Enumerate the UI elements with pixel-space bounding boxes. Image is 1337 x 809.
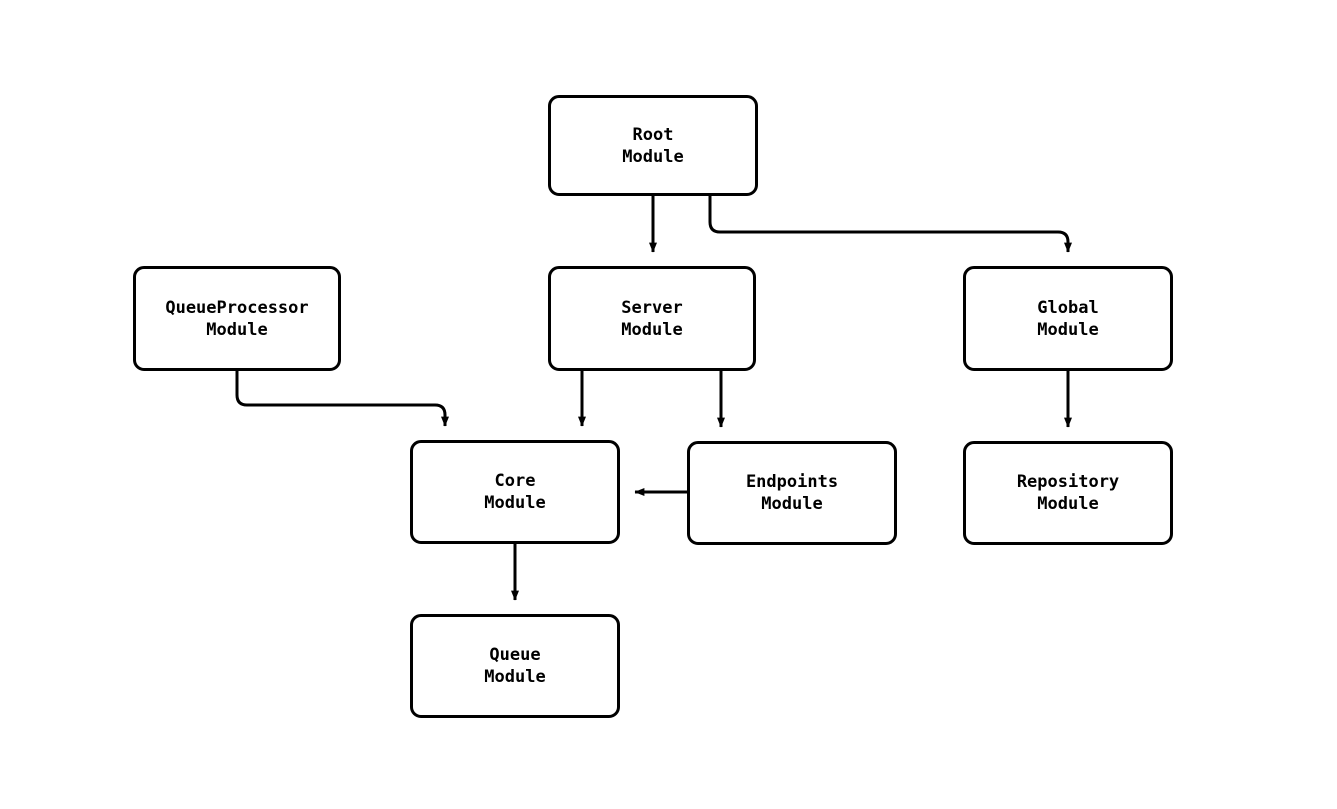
node-endpoints-module-line1: Endpoints xyxy=(745,472,839,492)
node-queue-module-line2: Module xyxy=(484,667,546,687)
node-root-module-line2: Module xyxy=(622,146,684,167)
node-queue-module-line1: Queue xyxy=(489,645,541,665)
edge-queueprocessor-to-core xyxy=(235,371,449,427)
node-core-module[interactable]: Core Module xyxy=(410,440,620,544)
node-core-module-line1: Core xyxy=(494,471,536,491)
node-queueprocessor-module-line1: QueueProcessor xyxy=(165,297,309,318)
node-global-module-line1: Global xyxy=(1037,297,1099,318)
node-global-module-line2: Module xyxy=(1037,319,1099,340)
node-server-module-line2: Module xyxy=(621,319,683,340)
node-endpoints-module[interactable]: Endpoints Module xyxy=(687,441,897,545)
node-endpoints-module-line2: Module xyxy=(761,494,823,514)
node-repository-module-line1: Repository xyxy=(1016,472,1120,492)
node-root-module-line1: Root xyxy=(632,124,674,145)
node-repository-module-line2: Module xyxy=(1037,494,1099,514)
node-queue-module[interactable]: Queue Module xyxy=(410,614,620,718)
node-global-module[interactable]: Global Module xyxy=(963,266,1173,371)
node-server-module-line1: Server xyxy=(621,297,683,318)
node-repository-module[interactable]: Repository Module xyxy=(963,441,1173,545)
node-core-module-line2: Module xyxy=(484,493,546,513)
node-queueprocessor-module[interactable]: QueueProcessor Module xyxy=(133,266,341,371)
edge-root-to-global xyxy=(708,196,1072,253)
node-queueprocessor-module-line2: Module xyxy=(206,319,268,340)
node-server-module[interactable]: Server Module xyxy=(548,266,756,371)
node-root-module[interactable]: Root Module xyxy=(548,95,758,196)
